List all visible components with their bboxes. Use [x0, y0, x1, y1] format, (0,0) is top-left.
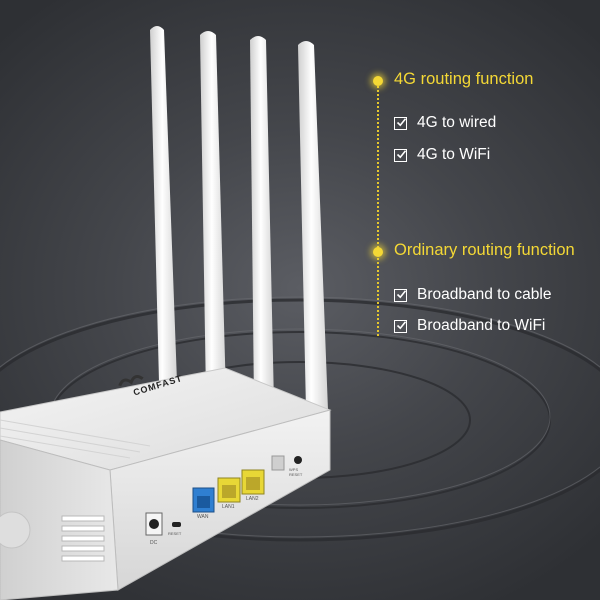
- wps-button: [294, 456, 302, 464]
- feature-group-heading: 4G routing function: [394, 70, 534, 88]
- lan1-port-label: LAN1: [222, 504, 235, 510]
- lan2-port-label: LAN2: [246, 496, 259, 502]
- feature-item: Broadband to cable: [394, 286, 551, 304]
- brand-logo-icon: [118, 374, 144, 387]
- dotted-connector: [377, 86, 379, 336]
- ethernet-port-icon: [192, 469, 265, 513]
- side-vent: [61, 515, 105, 562]
- feature-item: 4G to wired: [394, 114, 496, 132]
- feature-list: 4G routing function 4G to wired 4G to Wi…: [372, 68, 600, 348]
- feature-item: 4G to WiFi: [394, 146, 490, 164]
- bullet-dot-icon: [373, 247, 383, 257]
- check-icon: [394, 288, 407, 302]
- wps-label: WPS RESET: [289, 467, 303, 477]
- bullet-dot-icon: [373, 76, 383, 86]
- reset-hole: [172, 522, 181, 527]
- feature-group-heading: Ordinary routing function: [394, 241, 575, 259]
- feature-item: Broadband to WiFi: [394, 317, 545, 335]
- check-icon: [394, 319, 407, 333]
- status-window: [271, 455, 285, 471]
- feature-item-label: Broadband to WiFi: [417, 317, 546, 334]
- check-icon: [394, 116, 407, 130]
- feature-item-label: Broadband to cable: [417, 286, 552, 303]
- power-port: [145, 512, 163, 536]
- check-icon: [394, 148, 407, 162]
- reset-label: RESET: [168, 531, 182, 536]
- feature-item-label: 4G to wired: [417, 114, 497, 131]
- power-port-label: DC: [150, 540, 158, 546]
- wan-port-label: WAN: [197, 514, 209, 520]
- antenna-icon: [150, 26, 328, 410]
- feature-item-label: 4G to WiFi: [417, 146, 491, 163]
